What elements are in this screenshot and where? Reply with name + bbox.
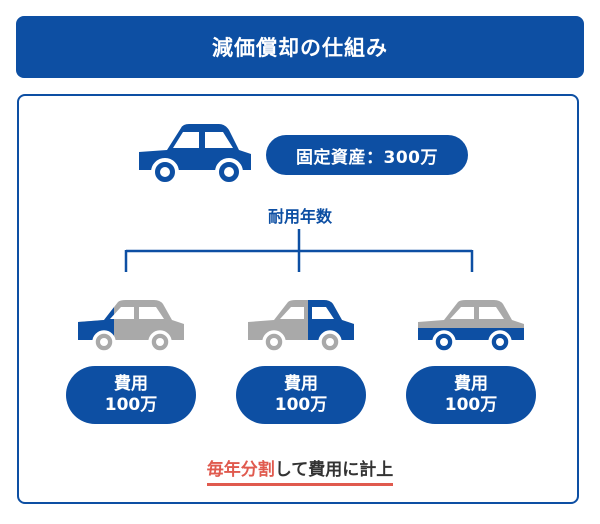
cost-amount: 100万 bbox=[444, 395, 498, 415]
fixed-asset-label: 固定資産：300万 bbox=[296, 147, 438, 168]
diagram-frame bbox=[17, 94, 579, 504]
useful-life-label: 耐用年数 bbox=[267, 207, 332, 226]
year2-car-icon bbox=[248, 300, 354, 354]
cost-pill-year2: 費用 100万 bbox=[236, 366, 366, 424]
year1-car-icon bbox=[78, 300, 184, 354]
cost-pill-year3: 費用 100万 bbox=[406, 366, 536, 424]
title-bar: 減価償却の仕組み bbox=[16, 16, 584, 78]
year3-car-icon bbox=[418, 300, 524, 354]
footer-rest-text: して費用に計上 bbox=[274, 460, 394, 480]
fixed-asset-badge: 固定資産：300万 bbox=[266, 135, 468, 175]
cost-label: 費用 bbox=[454, 374, 488, 394]
cost-pill-year1: 費用 100万 bbox=[66, 366, 196, 424]
footer-accent-text: 毎年分割 bbox=[206, 460, 275, 480]
page-title: 減価償却の仕組み bbox=[212, 36, 388, 60]
footer-caption: 毎年分割して費用に計上 bbox=[0, 455, 600, 486]
cost-label: 費用 bbox=[114, 374, 148, 394]
cost-label: 費用 bbox=[284, 374, 318, 394]
cost-amount: 100万 bbox=[104, 395, 158, 415]
cost-amount: 100万 bbox=[274, 395, 328, 415]
footer-underline: 毎年分割して費用に計上 bbox=[206, 455, 394, 486]
main-car-icon bbox=[139, 124, 251, 186]
